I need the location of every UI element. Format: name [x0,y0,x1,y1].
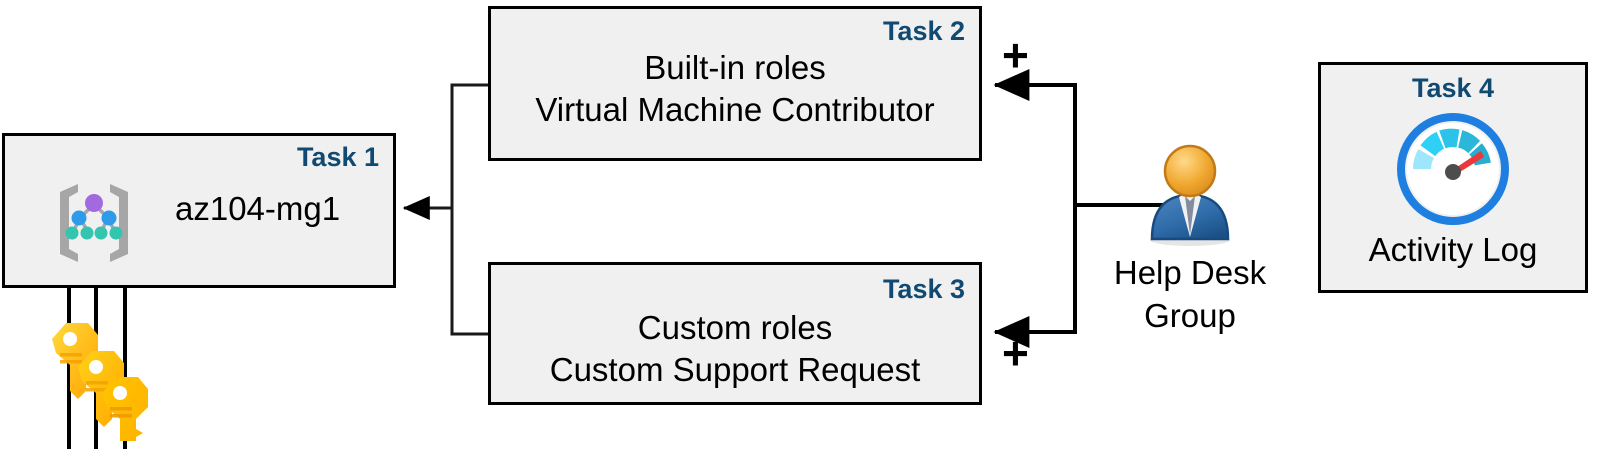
keys-icon [36,313,152,449]
task1-label: Task 1 [296,142,379,172]
task2-line1: Built-in roles [644,49,826,86]
task3-label: Task 3 [882,274,965,304]
task1-box[interactable]: Task 1 az104-mg1 [2,133,396,288]
task2-label: Task 2 [882,16,965,46]
task4-label: Task 4 [1411,73,1495,103]
connector-roles-to-task1 [402,83,488,336]
management-group-icon [48,176,140,268]
task3-box[interactable]: Task 3 Custom roles Custom Support Reque… [488,262,982,405]
plus-operator-top: + [1002,29,1029,81]
activity-log-gauge-icon [1397,113,1509,225]
plus-operator-bottom: + [1002,327,1029,379]
task4-title: Activity Log [1368,231,1538,268]
task3-line2: Custom Support Request [549,351,921,388]
person-caption-line1: Help Desk [1113,254,1267,291]
person-caption-line2: Group [1144,297,1236,334]
task2-line2: Virtual Machine Contributor [535,91,935,128]
task3-line1: Custom roles [637,309,833,346]
task4-box[interactable]: Task 4 [1318,62,1588,293]
person-caption: Help Desk Group [1060,251,1320,337]
task2-box[interactable]: Task 2 Built-in roles Virtual Machine Co… [488,6,982,161]
task1-title: az104-mg1 [175,190,341,227]
user-group-icon [1134,139,1246,251]
